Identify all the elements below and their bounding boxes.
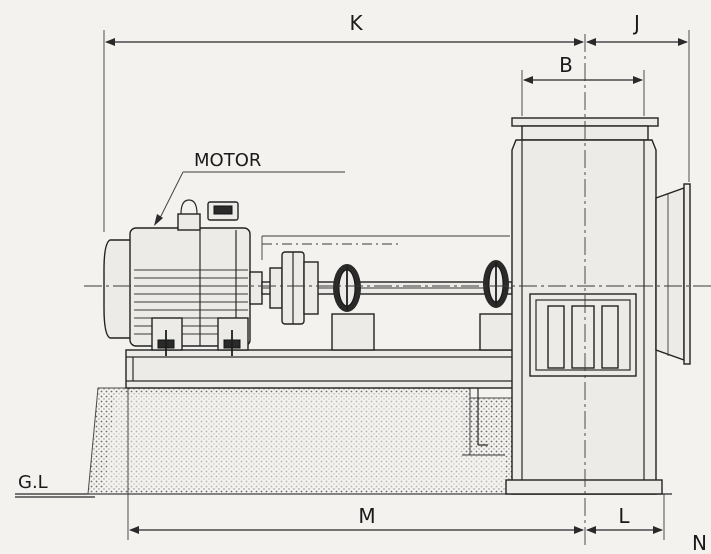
dimension-n-label: N: [692, 531, 707, 554]
anchor-bolt: [462, 380, 505, 456]
motor: [103, 199, 263, 351]
dimension-b-label: B: [559, 53, 573, 77]
center-lines: [84, 34, 711, 548]
concrete-foundation: [87, 387, 513, 495]
dimension-j-label: J: [632, 11, 640, 35]
motor-leader: [154, 171, 345, 226]
dimension-m-label: M: [358, 504, 375, 528]
dimension-k-label: K: [349, 11, 363, 35]
dimension-l-label: L: [618, 504, 630, 528]
motor-label: MOTOR: [194, 150, 261, 171]
coupling: [269, 251, 319, 325]
extension-lines: [103, 30, 690, 540]
base-frame: [125, 349, 517, 389]
fan-access-door: [529, 293, 637, 377]
bearing-1: [331, 264, 375, 351]
ground-level-label: G.L: [18, 472, 48, 493]
bearing-2: [479, 260, 515, 351]
motor-bolts: [157, 330, 241, 356]
fan-inlet: [655, 183, 691, 365]
shaft-guard-lines: [261, 235, 510, 260]
